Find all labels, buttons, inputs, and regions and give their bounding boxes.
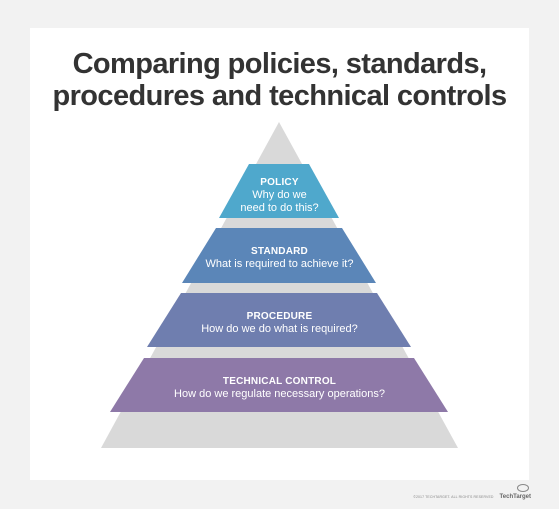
tier-procedure-desc: How do we do what is required? xyxy=(201,323,358,335)
tier-standard-band xyxy=(182,228,376,283)
tier-policy-desc-line-1: Why do we xyxy=(252,189,307,201)
title-line-1: Comparing policies, standards, xyxy=(72,48,487,80)
title-line-2: procedures and technical controls xyxy=(52,80,508,112)
brand-logo-text: TechTarget xyxy=(499,494,531,500)
tier-policy-label: POLICY Why do we need to do this? xyxy=(0,176,559,215)
tier-standard-label: STANDARD What is required to achieve it? xyxy=(0,245,559,271)
footer: ©2017 TECHTARGET. ALL RIGHTS RESERVED Te… xyxy=(413,494,531,500)
copyright-text: ©2017 TECHTARGET. ALL RIGHTS RESERVED xyxy=(413,495,494,499)
tier-standard-desc: What is required to achieve it? xyxy=(205,258,354,270)
tier-procedure-band xyxy=(147,293,411,347)
tier-procedure-heading: PROCEDURE xyxy=(246,311,313,322)
tier-policy-heading: POLICY xyxy=(260,177,299,188)
tier-policy-desc-line-2: need to do this? xyxy=(240,202,319,214)
tier-procedure-label: PROCEDURE How do we do what is required? xyxy=(0,310,559,336)
tier-policy-band xyxy=(219,164,339,218)
eye-icon xyxy=(517,484,529,492)
tier-technical-control-band xyxy=(110,358,448,412)
tier-technical-control-label: TECHNICAL CONTROL How do we regulate nec… xyxy=(0,375,559,401)
infographic-title: Comparing policies, standards, procedure… xyxy=(0,48,559,112)
tier-technical-control-desc: How do we regulate necessary operations? xyxy=(174,388,385,400)
tier-technical-control-heading: TECHNICAL CONTROL xyxy=(222,376,337,387)
tier-standard-heading: STANDARD xyxy=(251,246,308,257)
